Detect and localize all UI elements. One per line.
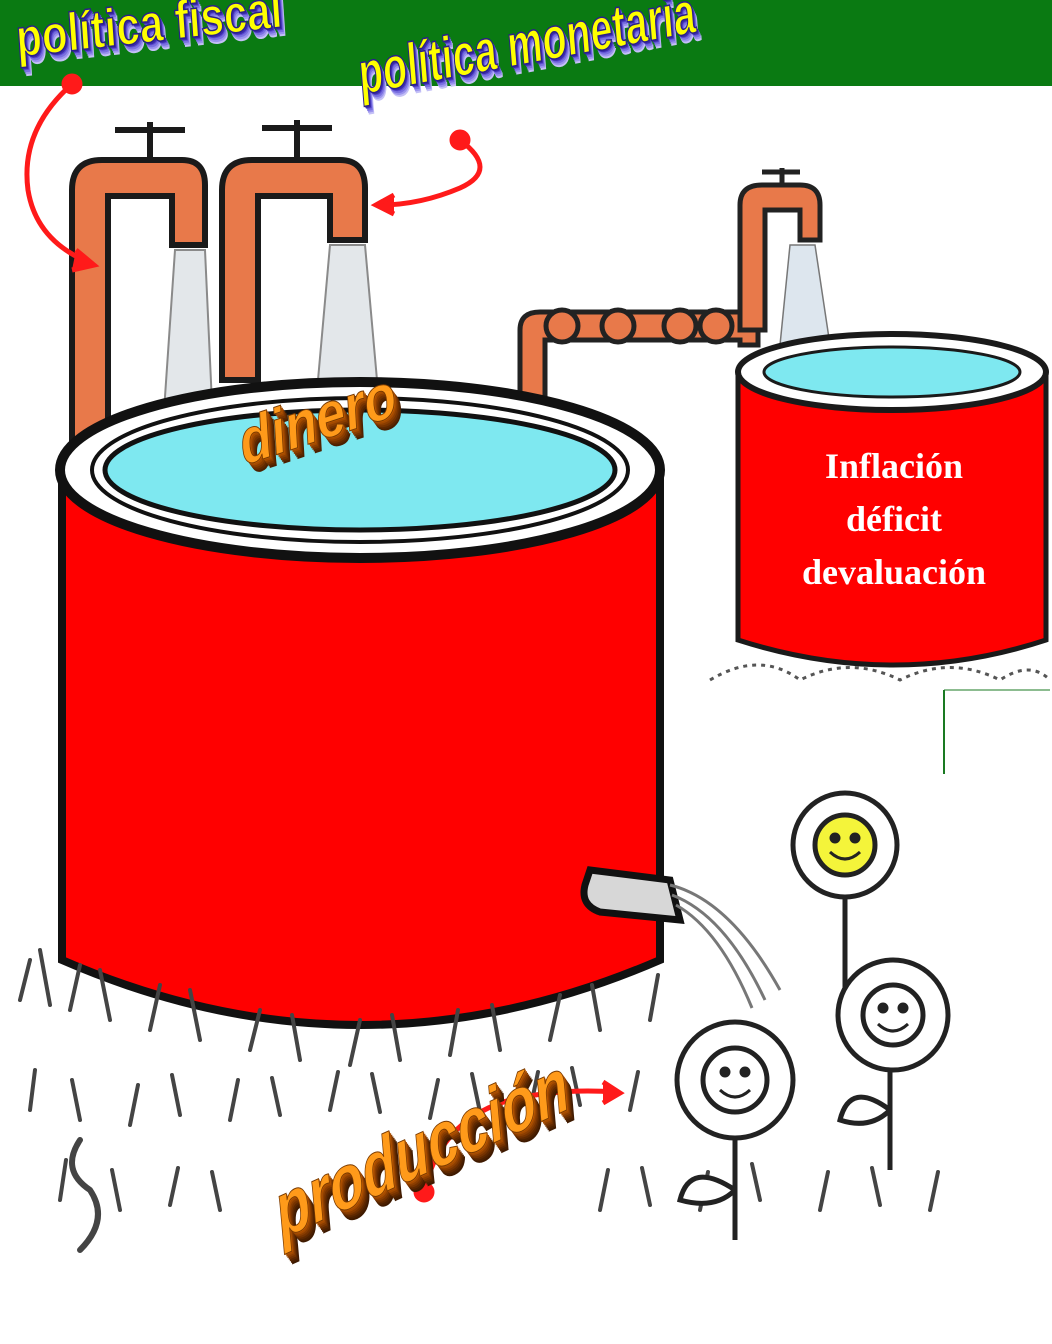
outlet-stream xyxy=(670,885,780,1008)
flower-bottom xyxy=(677,1022,793,1240)
main-tank xyxy=(60,382,780,1025)
flower-right xyxy=(838,960,948,1170)
arrow-monetaria xyxy=(376,132,480,214)
tank-line-devaluacion: devaluación xyxy=(760,546,1028,599)
tank-line-inflacion: Inflación xyxy=(760,440,1028,493)
flowers xyxy=(677,793,948,1240)
outlet-spout xyxy=(584,870,680,920)
tank-line-deficit: déficit xyxy=(760,493,1028,546)
small-tank-text: Inflación déficit devaluación xyxy=(760,440,1028,599)
small-tank-water xyxy=(764,347,1020,397)
